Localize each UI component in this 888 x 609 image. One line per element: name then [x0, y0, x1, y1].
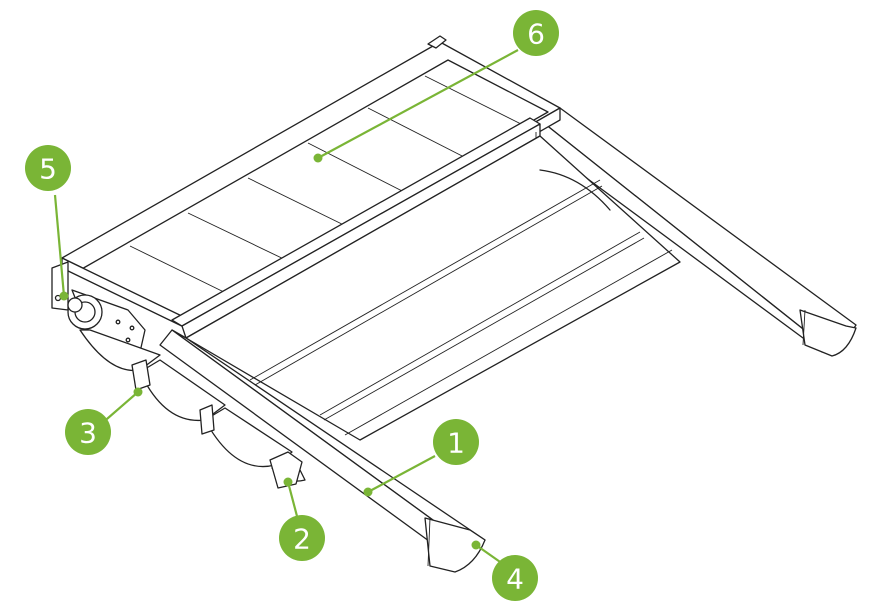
callout-1: 1 — [433, 419, 479, 465]
callout-5-label: 5 — [39, 153, 57, 186]
callout-6: 6 — [513, 10, 559, 56]
callout-3-circle — [65, 409, 111, 455]
side-arm-right — [534, 107, 857, 357]
brackets — [131, 359, 303, 489]
callout-4-label: 4 — [506, 563, 524, 596]
callout-2-circle — [279, 515, 325, 561]
awning-fabric — [185, 135, 681, 441]
callout-3-label: 3 — [79, 417, 97, 450]
callout-1-circle — [433, 419, 479, 465]
callout-3: 3 — [65, 409, 111, 455]
front-arm-left — [159, 329, 486, 573]
callout-1-label: 1 — [447, 427, 465, 460]
callout-6-label: 6 — [527, 18, 545, 51]
front-rail — [171, 117, 541, 339]
callout-5-circle — [25, 145, 71, 191]
callout-2-label: 2 — [293, 523, 311, 556]
callout-6-circle — [513, 10, 559, 56]
callout-leaders — [53, 49, 519, 565]
callout-5: 5 — [25, 145, 71, 191]
callout-2: 2 — [279, 515, 325, 561]
callout-4-circle — [492, 555, 538, 601]
callout-4: 4 — [492, 555, 538, 601]
